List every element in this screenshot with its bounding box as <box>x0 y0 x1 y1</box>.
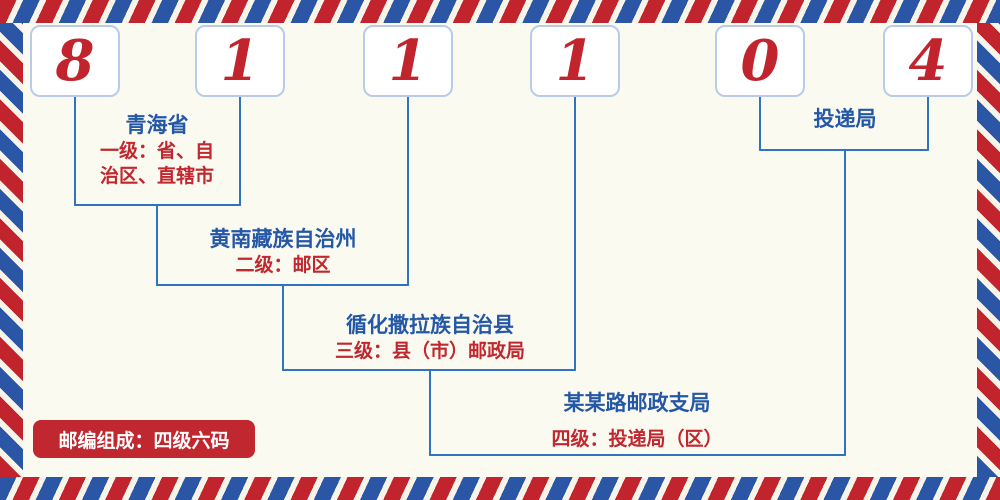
level1-description-line2: 治区、直辖市 <box>99 166 214 188</box>
airmail-border-right <box>977 23 1000 477</box>
postal-digit-box-2: 1 <box>195 25 285 97</box>
airmail-border-bottom <box>0 477 1000 500</box>
delivery-office-label-group: 投递局 <box>770 106 920 134</box>
airmail-border-top <box>0 0 1000 23</box>
postal-digit-5: 0 <box>740 28 780 94</box>
level4-region-name: 某某路邮政支局 <box>563 392 711 415</box>
level4-label-group: 某某路邮政支局 四级：投递局（区） <box>487 390 787 453</box>
postal-digit-box-1: 8 <box>30 25 120 97</box>
delivery-office-name: 投递局 <box>813 108 877 131</box>
postal-digit-2: 1 <box>220 28 260 94</box>
level3-description: 三级：县（市）邮政局 <box>334 341 525 363</box>
level1-description-line1: 一级：省、自 <box>99 141 214 163</box>
postal-code-composition-badge: 邮编组成：四级六码 <box>33 420 255 458</box>
postal-digit-1: 8 <box>55 28 95 94</box>
level2-description: 二级：邮区 <box>235 255 331 277</box>
level4-description: 四级：投递局（区） <box>551 429 723 451</box>
airmail-border-left <box>0 23 23 477</box>
postal-digit-box-5: 0 <box>715 25 805 97</box>
level1-label-group: 青海省 一级：省、自 治区、直辖市 <box>57 112 257 190</box>
postal-digit-4: 1 <box>555 28 595 94</box>
postal-digit-6: 4 <box>908 28 948 94</box>
level3-region-name: 循化撒拉族自治县 <box>346 314 514 337</box>
level3-label-group: 循化撒拉族自治县 三级：县（市）邮政局 <box>290 312 570 365</box>
level1-region-name: 青海省 <box>125 114 189 137</box>
postal-digit-box-3: 1 <box>363 25 453 97</box>
postal-digit-box-4: 1 <box>530 25 620 97</box>
postal-digit-box-6: 4 <box>883 25 973 97</box>
postal-digit-3: 1 <box>388 28 428 94</box>
level2-label-group: 黄南藏族自治州 二级：邮区 <box>158 226 408 279</box>
level2-region-name: 黄南藏族自治州 <box>209 228 357 251</box>
